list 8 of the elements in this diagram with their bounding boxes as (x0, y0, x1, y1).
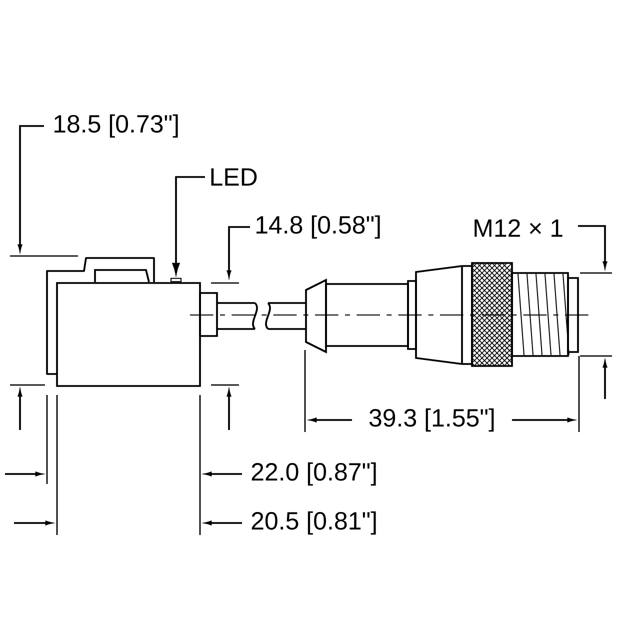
dimension-label: 39.3 [1.55"] (369, 408, 494, 432)
dimension-label: 18.5 [0.73"] (54, 114, 178, 138)
led-window (170, 278, 182, 282)
dimension-label: M12 × 1 (474, 219, 562, 237)
dimension-label: 20.5 [0.81"] (252, 511, 376, 535)
led-label: LED (211, 168, 257, 186)
dimension-label: 14.8 [0.58"] (256, 215, 380, 239)
dimension-label: 22.0 [0.87"] (252, 462, 376, 486)
